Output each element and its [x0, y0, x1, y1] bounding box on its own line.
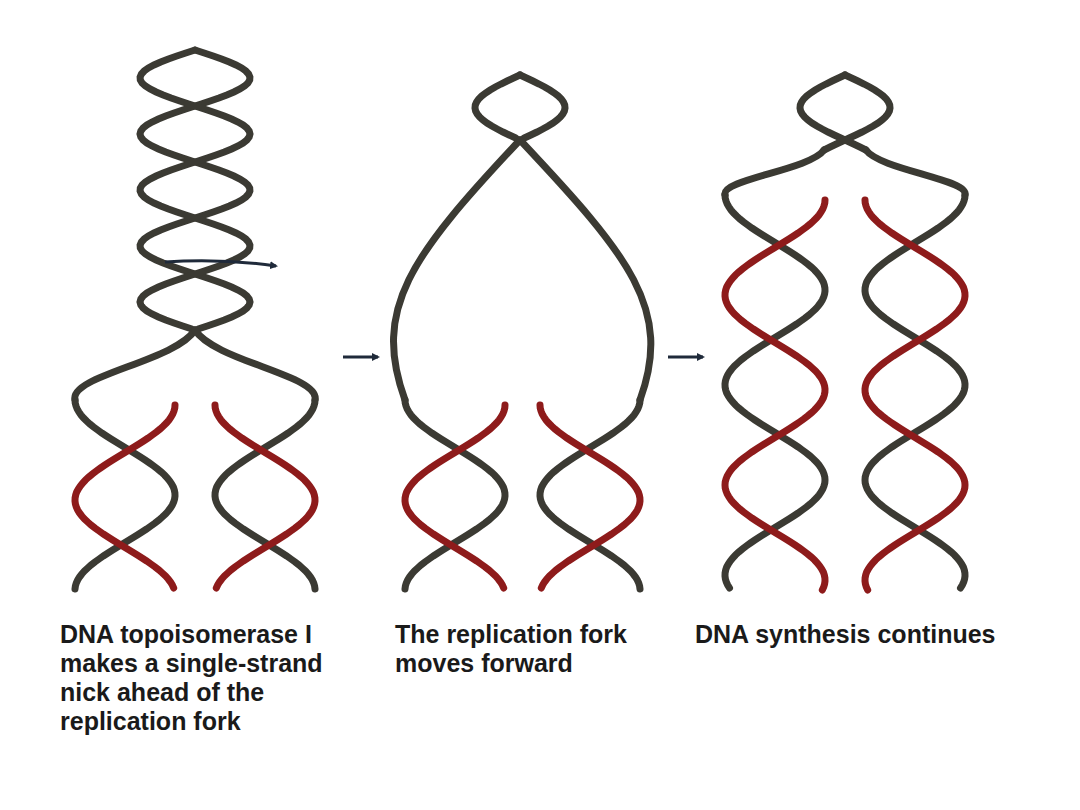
step-caption: DNA synthesis continues [695, 620, 1070, 649]
parental-strand [215, 400, 315, 589]
parental-strand [75, 400, 175, 589]
step-arrow [668, 356, 703, 359]
nick-arrow [165, 261, 276, 266]
parental-strand [75, 330, 195, 400]
parental-strand [800, 75, 866, 150]
new-strand [215, 405, 315, 588]
new-strand [405, 405, 505, 588]
parental-strand [520, 140, 651, 400]
parental-strand [520, 75, 565, 138]
parental-strand [394, 140, 520, 400]
new-strand [725, 200, 825, 590]
parental-strand [195, 330, 315, 400]
parental-strand [475, 75, 520, 138]
step-caption: The replication fork moves forward [395, 620, 690, 678]
parental-strand [866, 150, 965, 195]
parental-strand [140, 50, 250, 329]
parental-strand [405, 400, 505, 589]
new-strand [540, 405, 640, 588]
parental-strand [540, 400, 640, 589]
new-strand [865, 200, 965, 590]
step-arrow [343, 356, 378, 359]
new-strand [75, 405, 175, 588]
step-caption: DNA topoisomerase I makes a single-stran… [60, 620, 360, 736]
parental-strand [725, 150, 824, 195]
parental-strand [140, 50, 250, 329]
